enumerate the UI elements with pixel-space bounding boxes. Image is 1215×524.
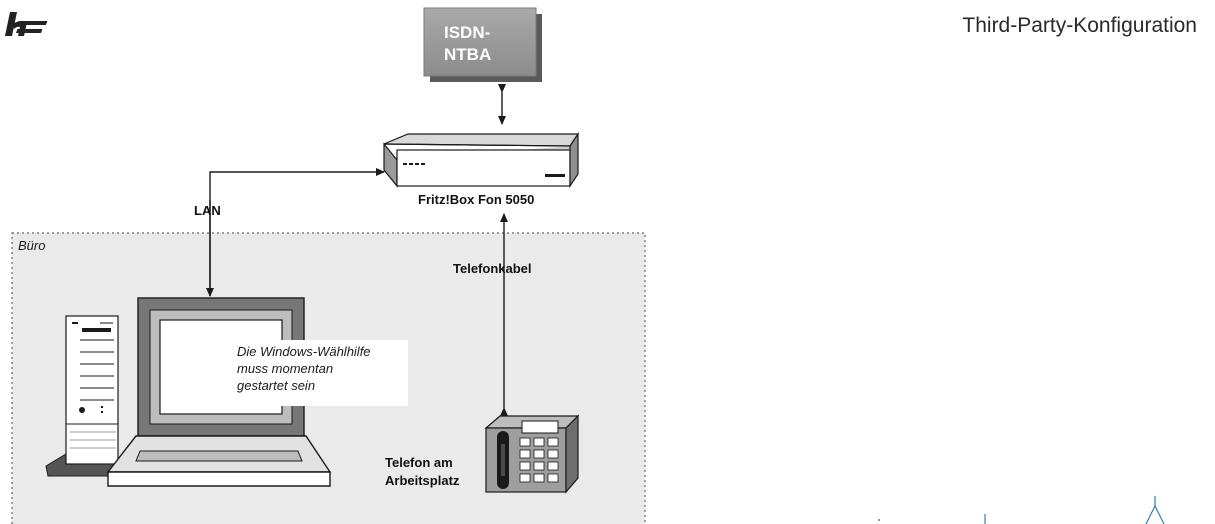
keyboard-icon (106, 435, 332, 487)
dialer-note-line2: muss momentan (237, 361, 334, 376)
dialer-note: Die Windows-Wählhilfe muss momentan gest… (232, 340, 408, 406)
router-label: Fritz!Box Fon 5050 (418, 192, 535, 207)
ntba-label-line1: ISDN- (444, 23, 491, 42)
phone-keypad (519, 437, 559, 483)
company-logo (5, 12, 48, 36)
phone-label-line1: Telefon am (385, 455, 453, 470)
isdn-ntba-box (423, 7, 542, 82)
pc-tower-icon (45, 315, 119, 477)
lan-label: LAN (194, 203, 221, 218)
router-device-icon (383, 132, 580, 188)
dialer-note-line1: Die Windows-Wählhilfe (237, 344, 371, 359)
office-room-label: Büro (18, 238, 46, 253)
page-title: Third-Party-Konfiguration (962, 14, 1197, 37)
ntba-label-line2: NTBA (444, 45, 492, 64)
phone-cable-label: Telefonkabel (453, 261, 532, 276)
dialer-note-line3: gestartet sein (237, 378, 316, 393)
phone-label-line2: Arbeitsplatz (385, 473, 460, 488)
ntba-label: ISDN- NTBA (430, 22, 534, 66)
phone-label: Telefon am Arbeitsplatz (385, 454, 459, 490)
corner-decoration (878, 496, 1165, 524)
desk-phone-icon (484, 414, 580, 494)
router-led-lights (403, 163, 425, 165)
